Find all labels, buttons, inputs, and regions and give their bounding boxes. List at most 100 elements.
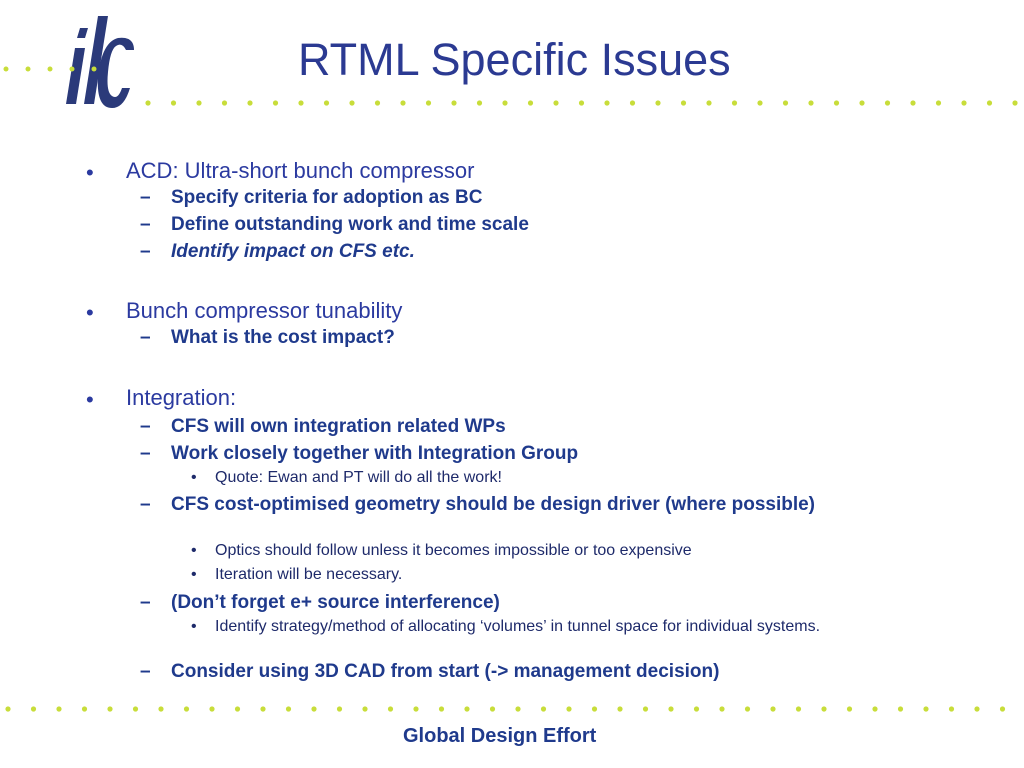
dot [413, 706, 419, 712]
dash-marker: – [140, 494, 151, 515]
dot [464, 706, 470, 712]
bullet-marker: • [191, 542, 197, 559]
bullet-level2-wrapped: CFS cost-optimised geometry should be de… [171, 494, 871, 516]
dot [986, 100, 993, 106]
dot [145, 100, 151, 106]
bullet-level3: Quote: Ewan and PT will do all the work! [215, 469, 502, 486]
dot [5, 706, 11, 712]
dot [591, 706, 598, 712]
dot [323, 100, 330, 106]
dot [540, 706, 547, 712]
dot [770, 706, 776, 712]
dot [897, 706, 904, 712]
dot [170, 100, 177, 106]
dot [566, 706, 572, 712]
bullet-marker: • [86, 300, 94, 325]
bullet-level2: CFS will own integration related WPs [171, 416, 506, 437]
dash-marker: – [140, 416, 151, 437]
dot [948, 706, 955, 712]
dot [81, 706, 88, 712]
dot [30, 706, 37, 712]
dot [935, 100, 942, 106]
dot [196, 100, 202, 106]
dot [132, 706, 139, 712]
dot [515, 706, 521, 712]
dot [910, 100, 916, 106]
bullet-level2: Specify criteria for adoption as BC [171, 187, 483, 208]
dot [260, 706, 266, 712]
dot [744, 706, 751, 712]
bullet-marker: • [191, 469, 197, 486]
dot [782, 100, 789, 106]
bullet-level3-wrapped: Identify strategy/method of allocating ‘… [215, 618, 905, 636]
dot [374, 100, 381, 106]
dot [502, 100, 508, 106]
bullet-level2: Define outstanding work and time scale [171, 214, 529, 235]
bullet-level2: Identify impact on CFS etc. [171, 241, 415, 262]
footer-text: Global Design Effort [403, 725, 597, 747]
dot [604, 100, 610, 106]
dot [272, 100, 279, 106]
bullet-marker: • [86, 160, 94, 185]
dot [56, 706, 62, 712]
bullet-level1: Bunch compressor tunability [126, 298, 403, 323]
dot [859, 100, 865, 106]
dot [999, 706, 1006, 712]
dot [209, 706, 215, 712]
dot [107, 706, 113, 712]
dot [680, 100, 687, 106]
bullet-level3: Optics should follow unless it becomes i… [215, 542, 692, 559]
top-dotted-rule-left [0, 64, 120, 74]
dash-marker: – [140, 443, 151, 464]
bullet-marker: • [86, 387, 94, 412]
dot [655, 100, 661, 106]
dot [221, 100, 228, 106]
dot [311, 706, 317, 712]
dot [298, 100, 304, 106]
dot [846, 706, 853, 712]
bullet-level3-text: Identify strategy/method of allocating ‘… [215, 618, 821, 635]
dot [400, 100, 406, 106]
dot [961, 100, 967, 106]
bullet-level2: Consider using 3D CAD from start (-> man… [171, 661, 720, 682]
bullet-level3: Iteration will be necessary. [215, 566, 403, 583]
dot [247, 100, 253, 106]
dot [617, 706, 623, 712]
dot [795, 706, 802, 712]
top-dotted-rule [120, 98, 1024, 108]
dot [693, 706, 700, 712]
bottom-dotted-rule [0, 704, 1024, 714]
dash-marker: – [140, 187, 151, 208]
dot [438, 706, 445, 712]
bullet-level2: (Don’t forget e+ source interference) [171, 592, 500, 613]
dot [425, 100, 432, 106]
dot [833, 100, 840, 106]
dot [1012, 100, 1018, 106]
dash-marker: – [140, 327, 151, 348]
bullet-level1: Integration: [126, 385, 237, 410]
dot [183, 706, 190, 712]
bullet-level2: Work closely together with Integration G… [171, 443, 579, 464]
slide-title: RTML Specific Issues [298, 34, 731, 85]
dot [362, 706, 368, 712]
bullet-marker: • [191, 618, 197, 635]
dot [642, 706, 649, 712]
dot [808, 100, 814, 106]
dot [757, 100, 763, 106]
dot [489, 706, 496, 712]
dash-marker: – [140, 661, 151, 682]
bullet-level2-text: CFS cost-optimised geometry should be de… [171, 494, 816, 515]
dot [285, 706, 292, 712]
dot [629, 100, 636, 106]
dot [578, 100, 585, 106]
dot [527, 100, 534, 106]
bullet-marker: • [191, 566, 197, 583]
bullet-level1: ACD: Ultra-short bunch compressor [126, 158, 475, 183]
dot [706, 100, 712, 106]
dot [451, 100, 457, 106]
dot [731, 100, 738, 106]
dot [719, 706, 725, 712]
dash-marker: – [140, 592, 151, 613]
dot [553, 100, 559, 106]
